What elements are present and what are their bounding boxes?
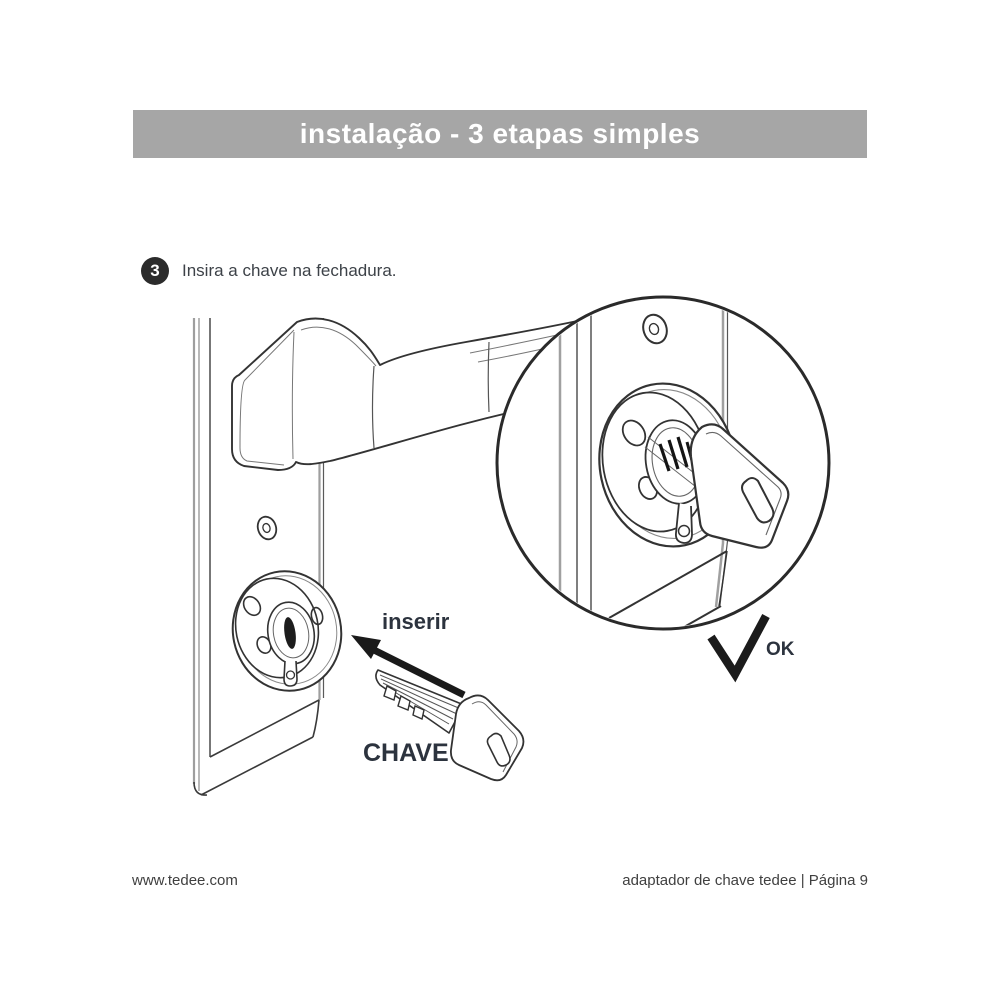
page-footer: www.tedee.com adaptador de chave tedee |… (132, 872, 868, 889)
header-banner: instalação - 3 etapas simples (133, 110, 867, 158)
step-row: 3 Insira a chave na fechadura. (141, 257, 397, 285)
insert-label: inserir (382, 609, 450, 634)
insert-arrow-icon (351, 635, 466, 699)
key-icon (375, 669, 525, 782)
footer-website: www.tedee.com (132, 872, 238, 889)
step-instruction: Insira a chave na fechadura. (182, 261, 397, 280)
ok-label: OK (766, 639, 795, 660)
magnifier-circle (495, 295, 831, 631)
page-title: instalação - 3 etapas simples (299, 118, 701, 149)
mounting-screw-icon (256, 515, 278, 541)
checkmark-icon (707, 613, 770, 683)
step-number-badge: 3 (141, 257, 169, 285)
key-adapter (231, 570, 343, 692)
door-handle (231, 317, 589, 471)
magnified-detail (558, 299, 790, 627)
key-label: CHAVE (363, 739, 449, 767)
footer-document-title: adaptador de chave tedee | Página 9 (622, 872, 868, 889)
